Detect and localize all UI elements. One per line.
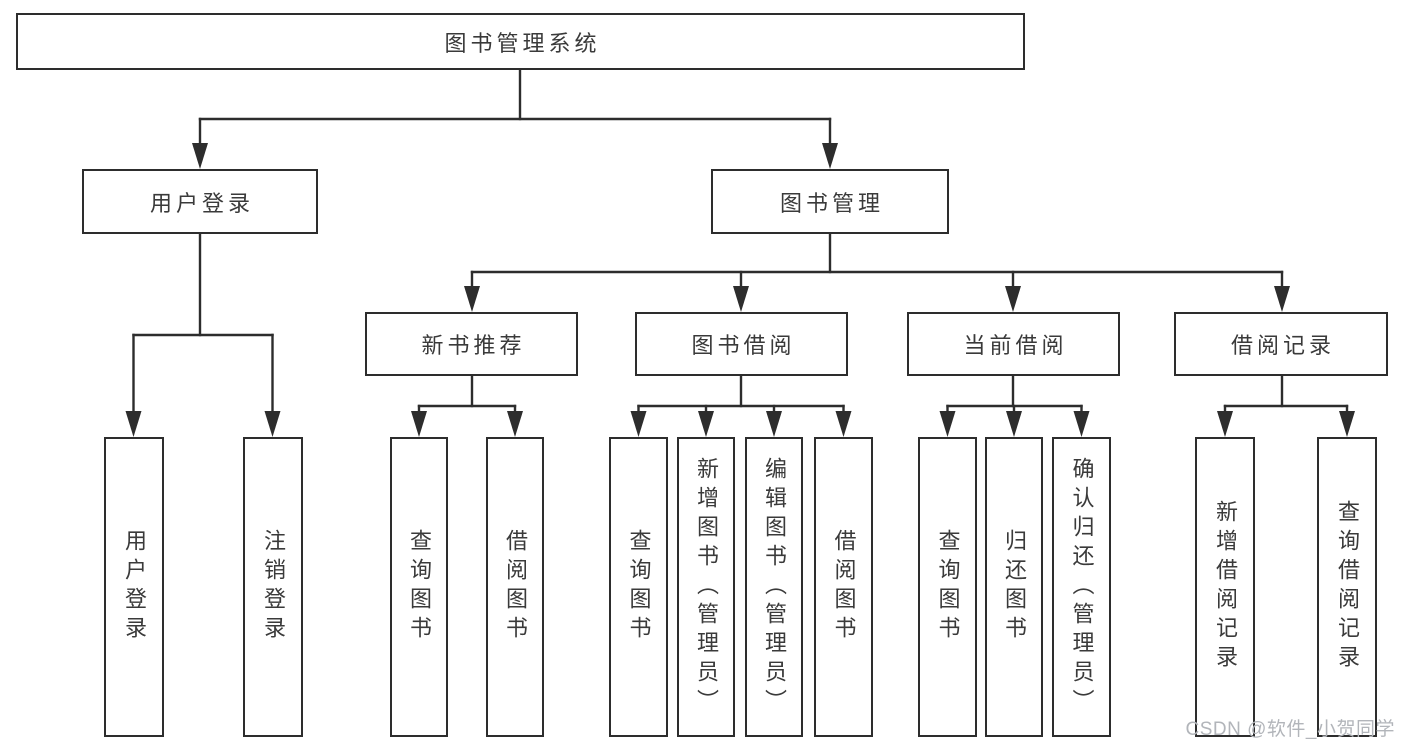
leaf-borrow-query-books-label: 查询图书: [626, 529, 652, 645]
leaf-records-query-record: 查询借阅记录: [1317, 437, 1377, 737]
wire-user-login-branch: [125, 232, 281, 437]
wire-new-book-branch: [411, 374, 523, 437]
node-current-borrow: 当前借阅: [907, 312, 1120, 376]
node-new-book-recommend: 新书推荐: [365, 312, 578, 376]
leaf-recommend-borrow-books: 借阅图书: [486, 437, 544, 737]
node-borrow-records-label: 借阅记录: [1230, 333, 1335, 358]
wire-book-borrow-branch: [630, 374, 852, 437]
wire-book-mgmt-to-level3: [464, 232, 1290, 312]
leaf-recommend-query-books-label: 查询图书: [407, 529, 432, 645]
leaf-records-query-record-label: 查询借阅记录: [1335, 500, 1360, 674]
leaf-user-login-label: 用户登录: [122, 529, 147, 645]
node-root: 图书管理系统: [16, 13, 1025, 70]
csdn-watermark: CSDN @软件_小贺同学: [1185, 719, 1395, 740]
leaf-user-login: 用户登录: [104, 437, 164, 737]
leaf-borrow-add-books-admin-label: 新增图书（管理员）: [694, 456, 719, 718]
leaf-records-add-record-label: 新增借阅记录: [1213, 500, 1238, 674]
node-user-login-label: 用户登录: [149, 190, 254, 216]
node-root-label: 图书管理系统: [444, 30, 601, 56]
node-new-book-recommend-label: 新书推荐: [421, 333, 526, 358]
wire-borrow-records-branch: [1217, 374, 1355, 437]
node-borrow-records: 借阅记录: [1174, 312, 1388, 376]
node-book-management-label: 图书管理: [779, 190, 884, 216]
wire-current-borrow-branch: [939, 374, 1090, 437]
leaf-borrow-borrow-books-label: 借阅图书: [831, 529, 857, 645]
leaf-current-confirm-return-admin-label: 确认归还（管理员）: [1069, 456, 1095, 718]
leaf-logout-label: 注销登录: [261, 529, 286, 645]
leaf-recommend-query-books: 查询图书: [390, 437, 448, 737]
leaf-borrow-query-books: 查询图书: [609, 437, 668, 737]
node-user-login: 用户登录: [82, 169, 318, 234]
leaf-borrow-edit-books-admin-label: 编辑图书（管理员）: [762, 456, 787, 718]
leaf-current-return-books: 归还图书: [985, 437, 1043, 737]
leaf-borrow-borrow-books: 借阅图书: [814, 437, 873, 737]
leaf-current-confirm-return-admin: 确认归还（管理员）: [1052, 437, 1111, 737]
leaf-current-query-books: 查询图书: [918, 437, 977, 737]
wire-root-to-level2: [192, 68, 838, 169]
leaf-records-add-record: 新增借阅记录: [1195, 437, 1255, 737]
leaf-current-return-books-label: 归还图书: [1002, 529, 1027, 645]
node-book-borrow-label: 图书借阅: [691, 333, 796, 358]
leaf-current-query-books-label: 查询图书: [935, 529, 961, 645]
leaf-logout: 注销登录: [243, 437, 303, 737]
leaf-borrow-edit-books-admin: 编辑图书（管理员）: [745, 437, 803, 737]
node-book-borrow: 图书借阅: [635, 312, 848, 376]
leaf-recommend-borrow-books-label: 借阅图书: [503, 529, 528, 645]
node-current-borrow-label: 当前借阅: [963, 333, 1068, 358]
node-book-management: 图书管理: [711, 169, 949, 234]
leaf-borrow-add-books-admin: 新增图书（管理员）: [677, 437, 735, 737]
